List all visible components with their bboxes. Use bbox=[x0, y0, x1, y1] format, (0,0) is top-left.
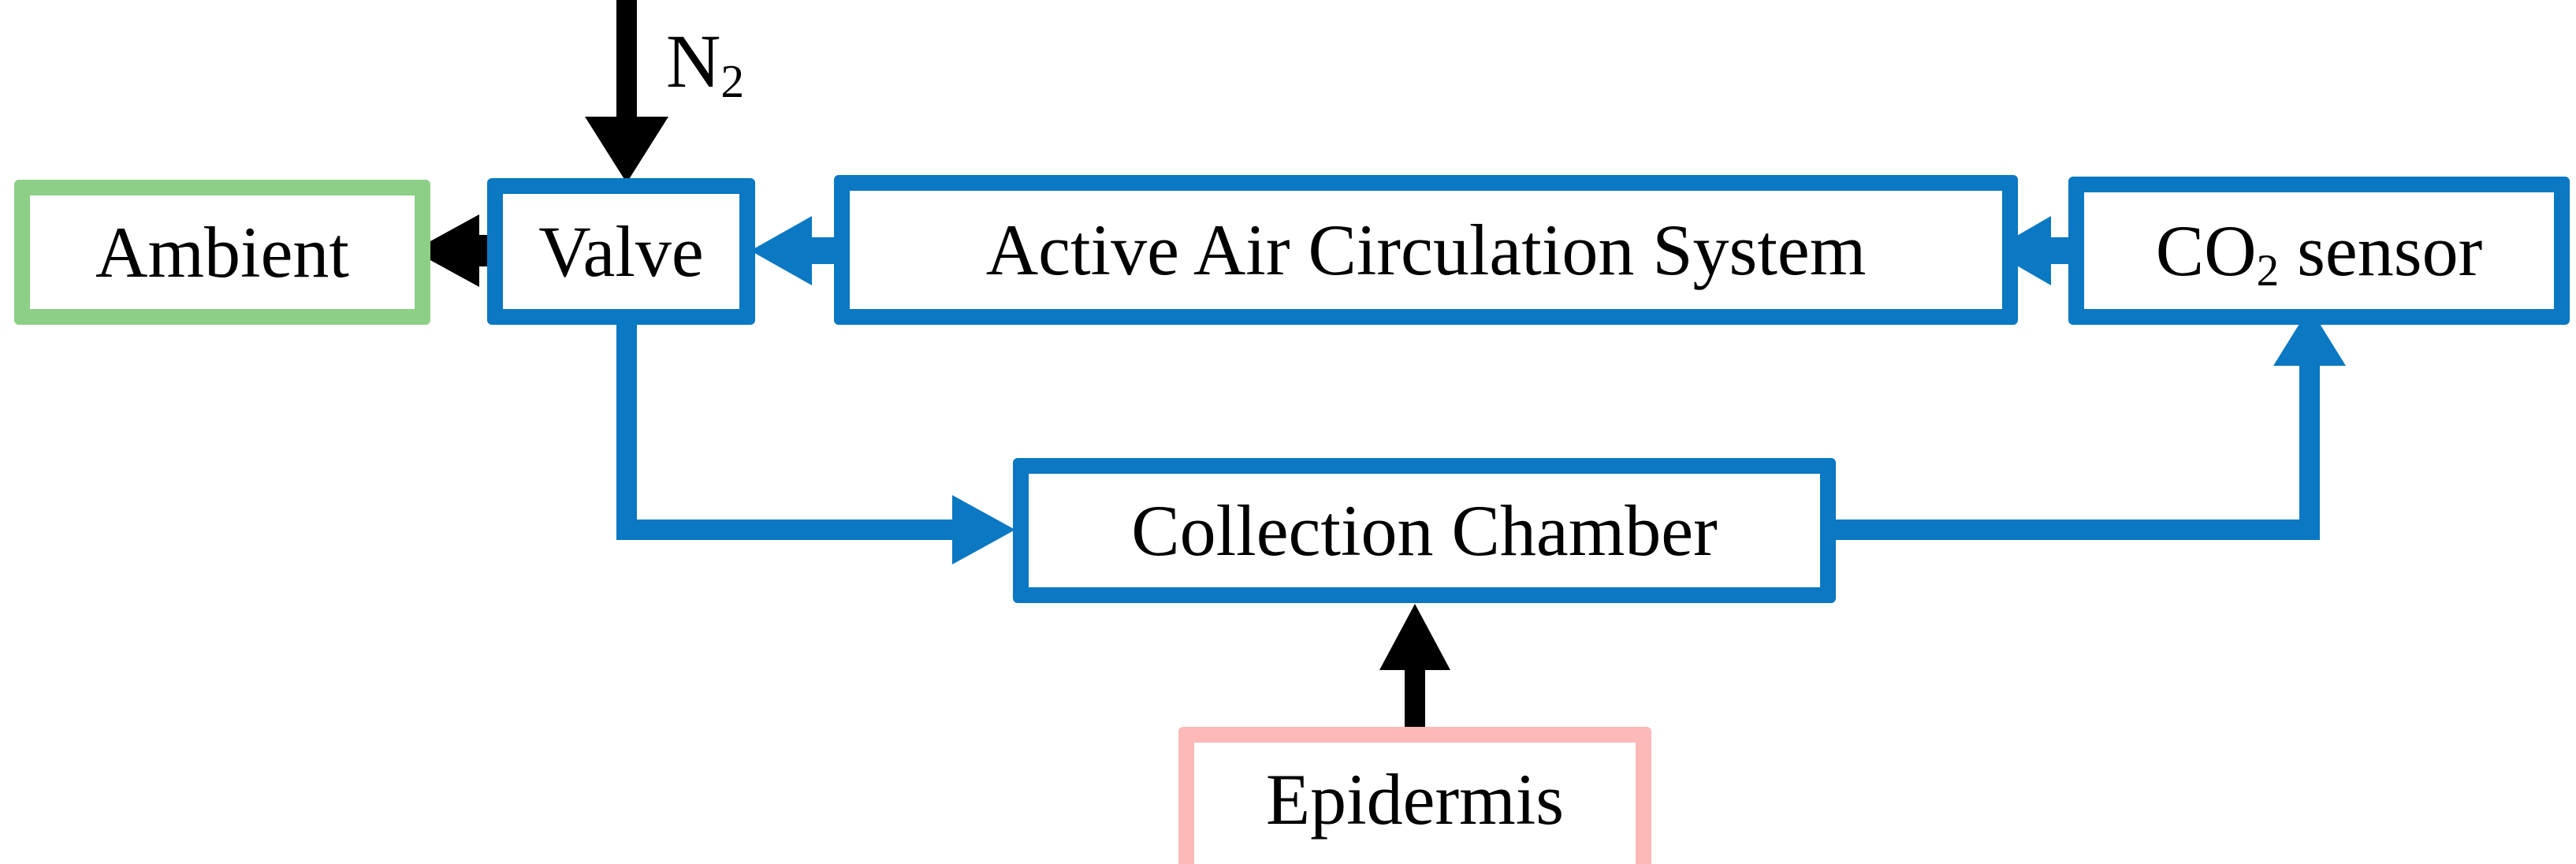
edge-chamber-to-co2 bbox=[1826, 307, 2346, 540]
node-epidermis[interactable]: Epidermis bbox=[1178, 727, 1651, 864]
node-epidermis-label: Epidermis bbox=[1265, 759, 1565, 840]
edge-epidermis-to-chamber bbox=[1379, 604, 1450, 732]
node-collection-chamber[interactable]: Collection Chamber bbox=[1013, 458, 1836, 603]
node-valve[interactable]: Valve bbox=[487, 178, 755, 325]
n2-label-subscript: 2 bbox=[720, 55, 745, 108]
node-co2-sensor-label: CO2 sensor bbox=[2156, 214, 2482, 293]
edge-valve-to-chamber bbox=[616, 315, 1015, 564]
node-ambient[interactable]: Ambient bbox=[14, 180, 430, 325]
co2-sensor-label-subscript: 2 bbox=[2256, 245, 2280, 296]
node-valve-label: Valve bbox=[538, 211, 704, 292]
edge-n2-to-valve bbox=[585, 0, 668, 183]
n2-gas-label: N2 bbox=[666, 24, 744, 105]
co2-sensor-label-pre: CO bbox=[2155, 210, 2257, 291]
node-active-air-circulation-system-label: Active Air Circulation System bbox=[985, 210, 1867, 290]
node-collection-chamber-label: Collection Chamber bbox=[1131, 490, 1718, 571]
node-co2-sensor[interactable]: CO2 sensor bbox=[2068, 177, 2570, 325]
co2-sensor-label-post: sensor bbox=[2279, 210, 2483, 291]
node-active-air-circulation-system[interactable]: Active Air Circulation System bbox=[834, 175, 2018, 325]
edge-acs-to-valve bbox=[750, 216, 834, 285]
n2-label-text: N bbox=[666, 19, 721, 103]
node-ambient-label: Ambient bbox=[95, 212, 349, 292]
